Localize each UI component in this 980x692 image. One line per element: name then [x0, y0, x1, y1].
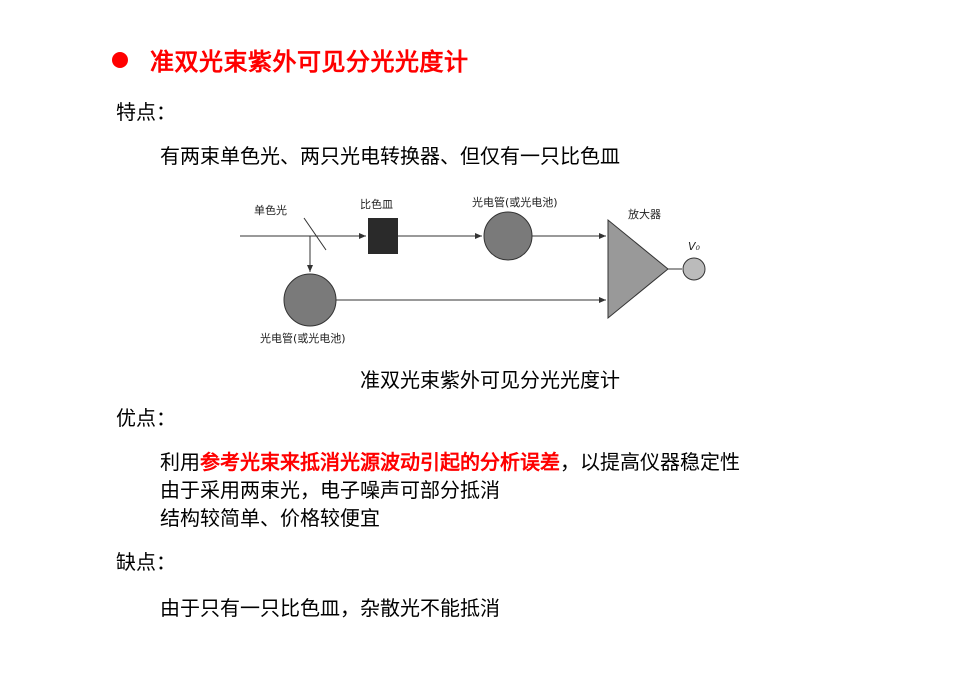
advantage-line-1-suffix: ，以提高仪器稳定性: [560, 450, 740, 474]
phototube-top-shape: [483, 211, 533, 261]
advantage-line-3: 结构较简单、价格较便宜: [160, 506, 380, 530]
bullet-dot-icon: [112, 51, 128, 68]
amplifier-shape: [607, 218, 669, 320]
slide-title: 准双光束紫外可见分光光度计: [150, 48, 469, 76]
beam-splitter: [303, 217, 327, 251]
features-text: 有两束单色光、两只光电转换器、但仅有一只比色皿: [160, 144, 620, 168]
advantages-heading: 优点：: [116, 406, 176, 430]
advantage-line-1-highlight: 参考光束来抵消光源波动引起的分析误差: [200, 450, 560, 474]
label-amplifier: 放大器: [628, 207, 661, 221]
label-phototube-bottom: 光电管(或光电池): [260, 331, 346, 345]
label-monochromatic-light: 单色光: [254, 203, 287, 217]
advantage-line-1-prefix: 利用: [160, 450, 200, 474]
output-meter-shape: [682, 257, 706, 281]
advantage-line-2: 由于采用两束光，电子噪声可部分抵消: [160, 478, 500, 502]
label-cuvette: 比色皿: [360, 197, 393, 211]
label-v0: V₀: [688, 240, 701, 253]
cuvette-shape: [368, 218, 398, 254]
spectrophotometer-diagram: 单色光 比色皿 光电管(或光电池) 放大器 V₀ 光电管(或光电池): [240, 195, 706, 345]
title-row: 准双光束紫外可见分光光度计: [112, 42, 469, 77]
label-phototube-top: 光电管(或光电池): [472, 195, 558, 209]
advantage-line-1: 利用参考光束来抵消光源波动引起的分析误差，以提高仪器稳定性: [160, 446, 740, 475]
diagram-caption: 准双光束紫外可见分光光度计: [360, 368, 620, 392]
disadvantages-heading: 缺点：: [116, 550, 176, 574]
phototube-bottom-shape: [283, 273, 337, 327]
features-heading: 特点：: [116, 100, 176, 124]
disadvantage-text: 由于只有一只比色皿，杂散光不能抵消: [160, 596, 500, 620]
